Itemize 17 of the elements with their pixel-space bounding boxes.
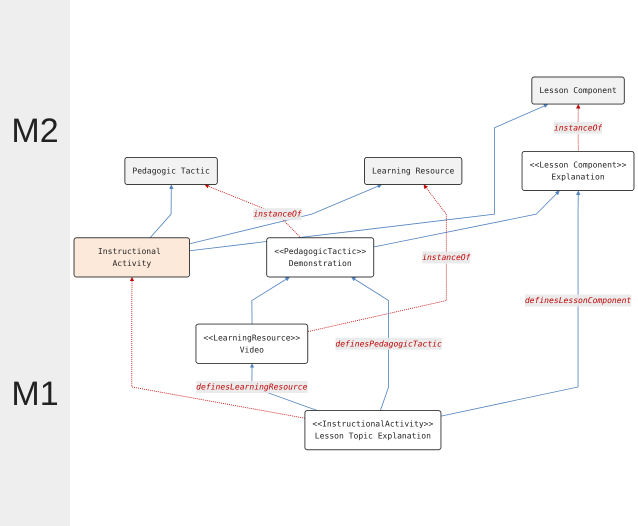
level-label: M2 (11, 112, 59, 151)
arrow (251, 276, 290, 324)
edge-label: instanceOf (554, 122, 602, 132)
arrow (351, 276, 389, 411)
arrow (149, 184, 174, 238)
edge-label: definesLearningResource (196, 382, 308, 392)
arrow (189, 104, 548, 251)
arrow (374, 190, 560, 247)
edge-label: definesPedagogicTactic (335, 338, 442, 348)
arrow (440, 190, 580, 416)
arrow (576, 104, 580, 152)
arrow (308, 184, 447, 332)
edge-label: instanceOf (253, 208, 302, 218)
edge-label: definesLessonComponent (524, 295, 632, 305)
level-label: M1 (11, 375, 59, 414)
edge-label: instanceOf (422, 252, 470, 262)
arrow (130, 276, 306, 418)
